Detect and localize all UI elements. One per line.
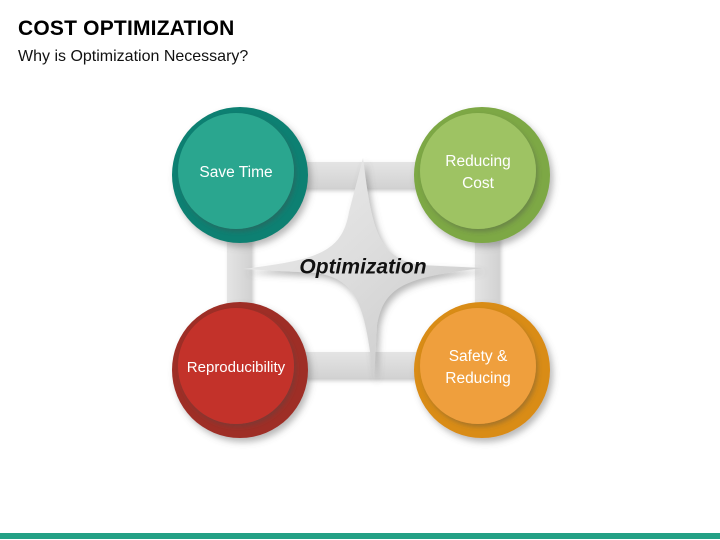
node-safety-reducing-label-line1: Safety &: [449, 348, 508, 365]
node-reducing-cost-label-line2: Cost: [462, 175, 495, 192]
node-reproducibility-label: Reproducibility: [187, 359, 286, 376]
center-star-label: Optimization: [299, 256, 426, 279]
page-title: COST OPTIMIZATION: [18, 17, 235, 40]
center-star[interactable]: Optimization: [243, 158, 483, 380]
node-safety-reducing-label-line2: Reducing: [445, 370, 511, 387]
slide-header: COST OPTIMIZATION Why is Optimization Ne…: [18, 16, 678, 68]
node-save-time[interactable]: Save Time: [172, 107, 308, 243]
node-save-time-label: Save Time: [199, 164, 272, 181]
node-safety-reducing-fill: [420, 308, 536, 424]
node-reducing-cost[interactable]: Reducing Cost: [414, 107, 550, 243]
node-safety-reducing[interactable]: Safety & Reducing: [414, 302, 550, 438]
node-reducing-cost-label-line1: Reducing: [445, 153, 511, 170]
page-subtitle: Why is Optimization Necessary?: [18, 48, 249, 65]
node-reproducibility-fill: [178, 308, 294, 424]
optimization-diagram: Optimization Save Time Reducing Cost Rep…: [0, 80, 720, 460]
node-save-time-fill: [178, 113, 294, 229]
node-reducing-cost-fill: [420, 113, 536, 229]
footer-accent-bar: [0, 533, 720, 539]
star-shape: [243, 158, 483, 380]
node-reproducibility[interactable]: Reproducibility: [172, 302, 308, 438]
